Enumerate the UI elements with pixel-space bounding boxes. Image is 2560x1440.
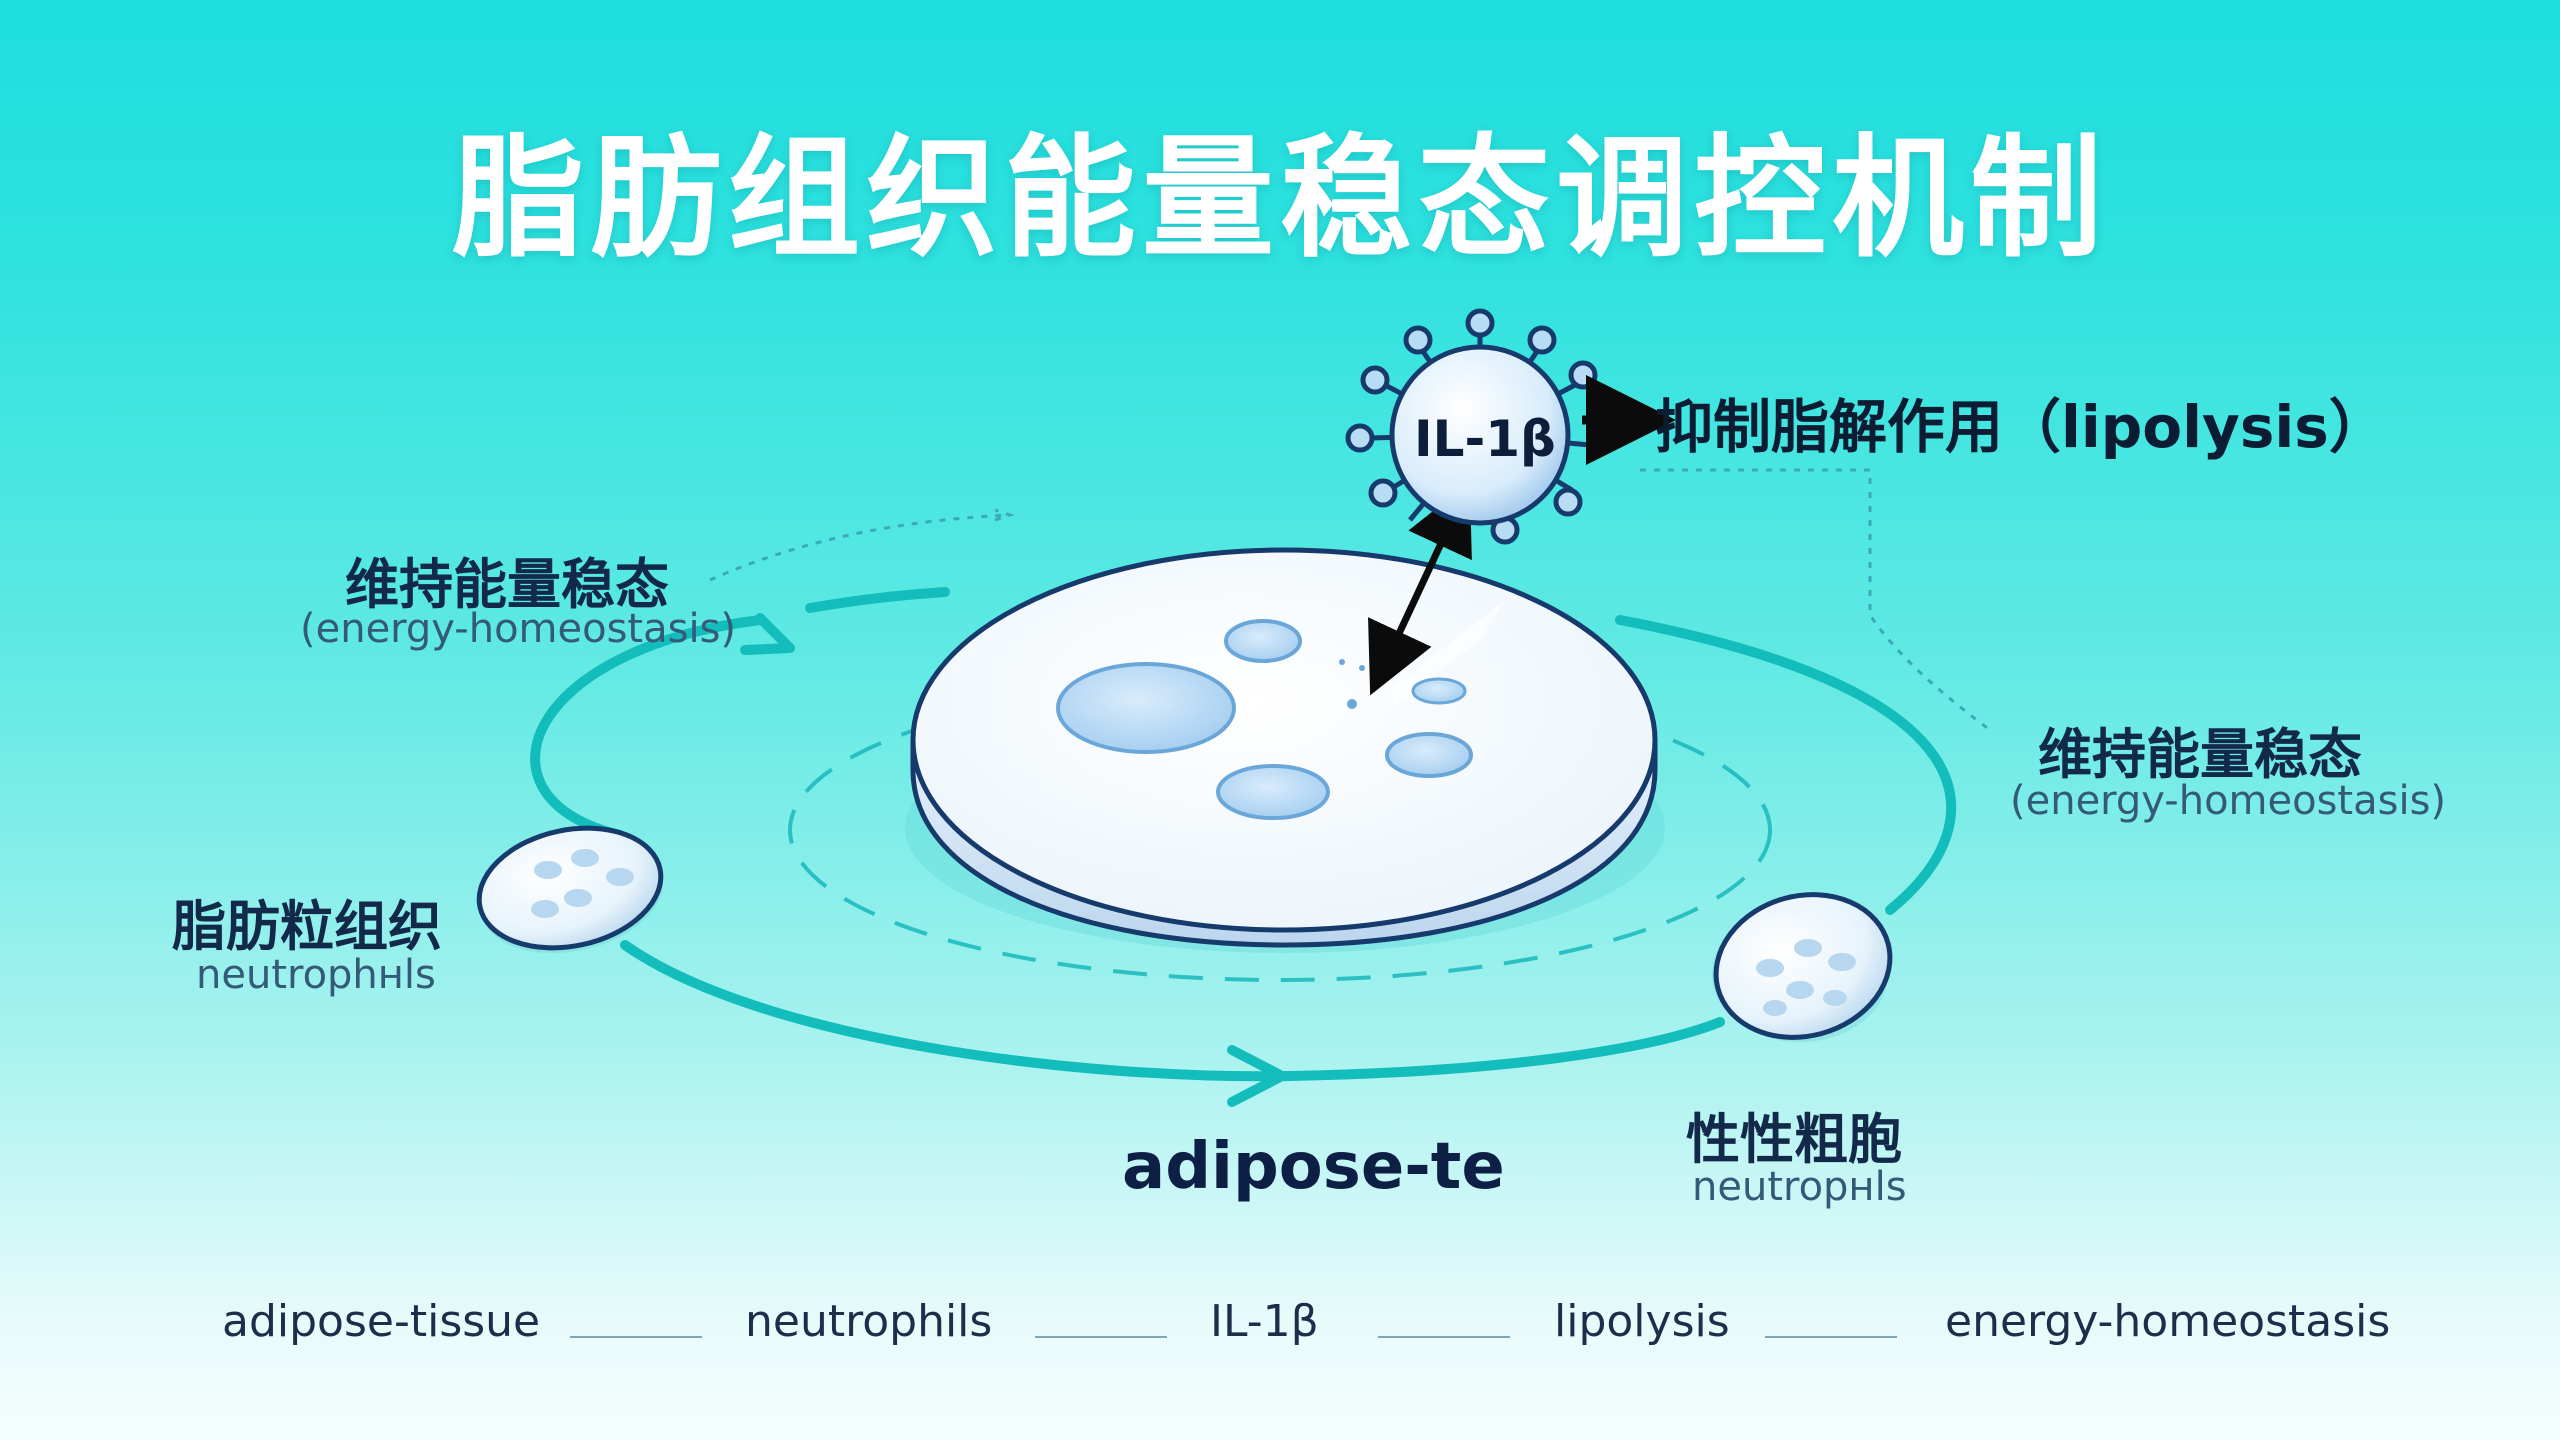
diagram-title: 脂肪组织能量稳态调控机制 bbox=[452, 122, 2108, 276]
legend-divider bbox=[1765, 1336, 1897, 1338]
left-cell-en: neutrophнls bbox=[196, 952, 436, 998]
lipid-droplet bbox=[1411, 677, 1467, 705]
right-top-en: (energy-homeostasis) bbox=[2010, 778, 2447, 824]
il1b-effect-label: 抑制脂解作用（lipolysis） bbox=[1655, 393, 2387, 461]
right-top-zh: 维持能量稳态 bbox=[2038, 723, 2362, 786]
legend-item: energy-homeostasis bbox=[1945, 1296, 2391, 1347]
lipid-droplet bbox=[1216, 764, 1330, 820]
right-cell bbox=[1712, 892, 1893, 1042]
adipose-disk bbox=[905, 547, 1665, 953]
legend-item: neutrophils bbox=[745, 1296, 993, 1347]
lipid-droplet bbox=[1224, 619, 1302, 663]
il1b-label: IL-1β bbox=[1414, 410, 1556, 468]
legend-divider bbox=[1035, 1336, 1167, 1338]
legend-divider bbox=[1378, 1336, 1510, 1338]
legend-item: IL-1β bbox=[1210, 1296, 1319, 1347]
left-top-zh: 维持能量稳态 bbox=[345, 553, 669, 616]
legend-divider bbox=[570, 1336, 702, 1338]
lipid-droplet bbox=[1056, 662, 1236, 754]
cycle-arrowhead-bottom bbox=[1227, 1045, 1287, 1107]
left-cell bbox=[476, 825, 664, 954]
dotted-connectors bbox=[709, 468, 1991, 732]
legend-item: adipose-tissue bbox=[222, 1296, 541, 1347]
interaction-arrow bbox=[1368, 481, 1472, 696]
center-label: adipose-te bbox=[1122, 1130, 1505, 1204]
lipid-droplet bbox=[1385, 732, 1473, 778]
right-cell-zh: 性性粗胞 bbox=[1686, 1108, 1902, 1171]
legend-bar: adipose-tissue neutrophils IL-1β lipolys… bbox=[0, 1296, 2560, 1376]
cycle-arrowhead-top bbox=[740, 613, 795, 655]
cycle-ring bbox=[530, 587, 1957, 1107]
left-cell-zh: 脂肪粒组织 bbox=[172, 895, 442, 958]
left-top-en: (energy-homeostasis) bbox=[300, 606, 737, 652]
legend-item: lipolysis bbox=[1554, 1296, 1730, 1347]
right-cell-en: neutropнls bbox=[1692, 1164, 1907, 1210]
